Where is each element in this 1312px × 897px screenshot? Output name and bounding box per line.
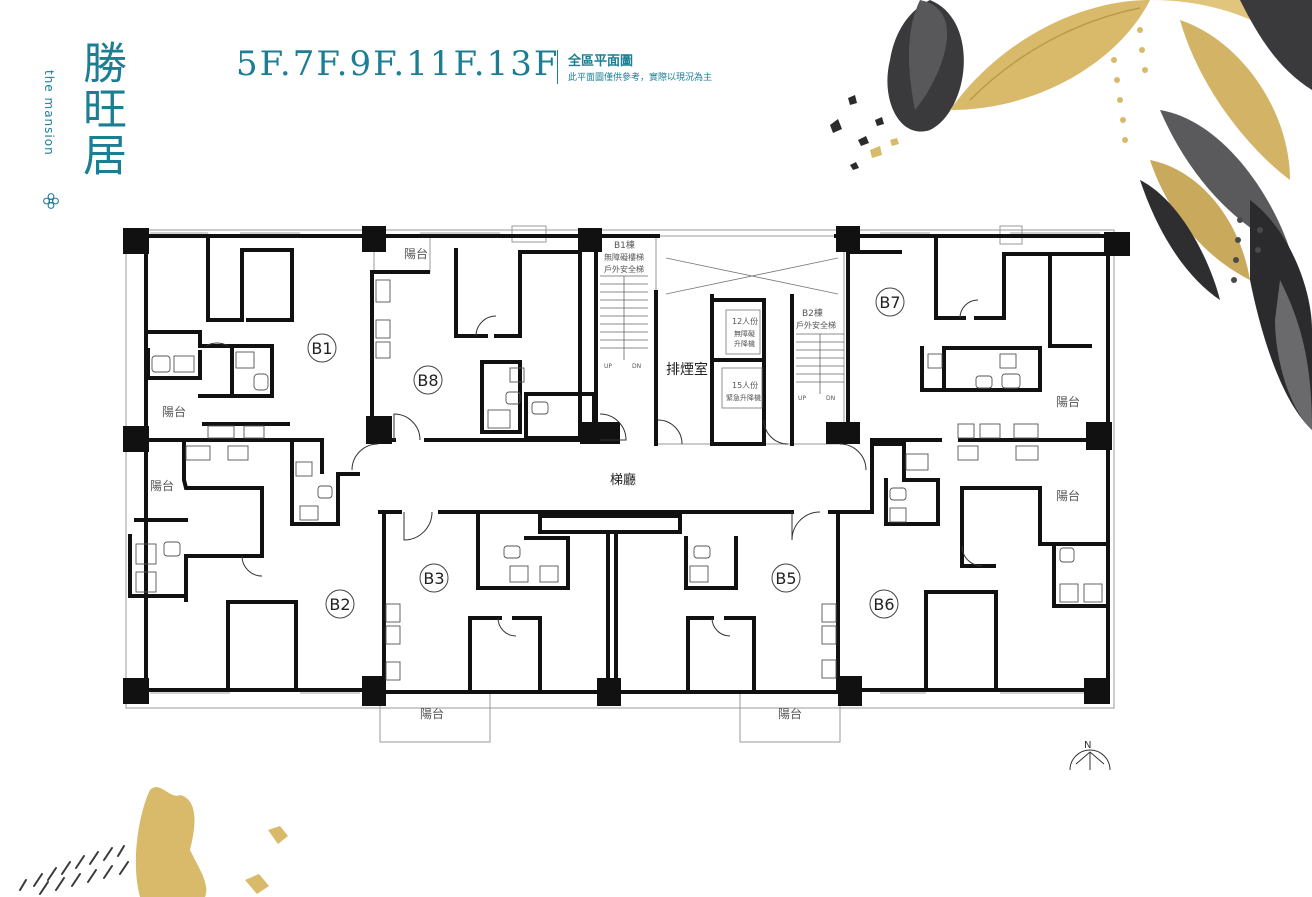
brand-name: 勝旺居: [75, 40, 126, 178]
stair-b1-label-3: 戶外安全梯: [604, 264, 644, 274]
plan-note: 此平面圖僅供參考，實際以現況為主: [568, 73, 713, 83]
elevator-15-label-2: 緊急升降機: [726, 393, 761, 402]
decorative-leaves-illustration: [830, 0, 1312, 430]
windows: [150, 232, 1100, 694]
walls: [128, 234, 1110, 694]
room-labels: 陽台 陽台 陽台 陽台 陽台 陽台 陽台 梯廳 排煙室 B1棟 無障礙樓梯 戶外…: [150, 239, 1080, 721]
stair-down-label-b1: DN: [632, 363, 641, 370]
balcony-label-b7: 陽台: [1056, 394, 1080, 409]
stair-up-label-b2: UP: [798, 395, 806, 402]
stair-b2-label-2: 戶外安全梯: [796, 320, 836, 330]
elevator-12-label-3: 升降機: [734, 339, 755, 348]
stair-b2-label-1: B2棟: [802, 307, 823, 319]
unit-label-b6: B6: [873, 595, 894, 614]
smoke-room-label: 排煙室: [666, 361, 708, 378]
stair-down-label-b2: DN: [826, 395, 835, 402]
unit-label-b2: B2: [329, 595, 350, 614]
plan-title: 全區平面圖: [568, 54, 634, 69]
flower-icon: [43, 193, 59, 209]
unit-labels: B1 B8 B7 B2 B3 B5 B6: [307, 287, 905, 619]
unit-label-b8: B8: [417, 371, 438, 390]
balcony-label-b5: 陽台: [778, 706, 802, 721]
brand-subtitle: the mansion: [42, 70, 56, 156]
balcony-label-b2: 陽台: [150, 478, 174, 493]
balcony-label-b1: 陽台: [162, 404, 186, 419]
stair-b1-label-2: 無障礙樓梯: [604, 252, 644, 262]
balcony-label-b6: 陽台: [1056, 488, 1080, 503]
stair-up-label-b1: UP: [604, 363, 612, 370]
door-swings: [205, 299, 983, 637]
balcony-label-b3: 陽台: [420, 706, 444, 721]
stair-b1: [600, 275, 648, 360]
unit-label-b3: B3: [423, 569, 444, 588]
stair-b1-label-1: B1棟: [614, 239, 635, 251]
stair-b2: [796, 333, 844, 394]
compass: N: [1069, 740, 1111, 771]
elevator-15-label-1: 15人份: [732, 380, 758, 390]
elevator-shafts: [665, 257, 839, 409]
floor-list: 5F.7F.9F.11F.13F: [236, 44, 560, 84]
kitchen-fixtures: [185, 279, 1039, 681]
balcony-label-b8: 陽台: [404, 246, 428, 261]
elevator-12-label-1: 12人份: [732, 316, 758, 326]
compass-icon: [1069, 749, 1111, 771]
brand-block: 勝旺居 the mansion: [40, 40, 130, 220]
header-divider: [557, 50, 558, 84]
unit-label-b5: B5: [775, 569, 796, 588]
unit-label-b7: B7: [879, 293, 900, 312]
bathroom-fixtures: [135, 351, 1103, 603]
elevator-12-label-2: 無障礙: [734, 329, 755, 338]
decorative-brush-illustration: [19, 787, 288, 897]
structural-columns: [123, 226, 1130, 706]
unit-label-b1: B1: [311, 339, 332, 358]
lobby-label: 梯廳: [610, 472, 636, 488]
north-label: N: [1084, 740, 1091, 751]
